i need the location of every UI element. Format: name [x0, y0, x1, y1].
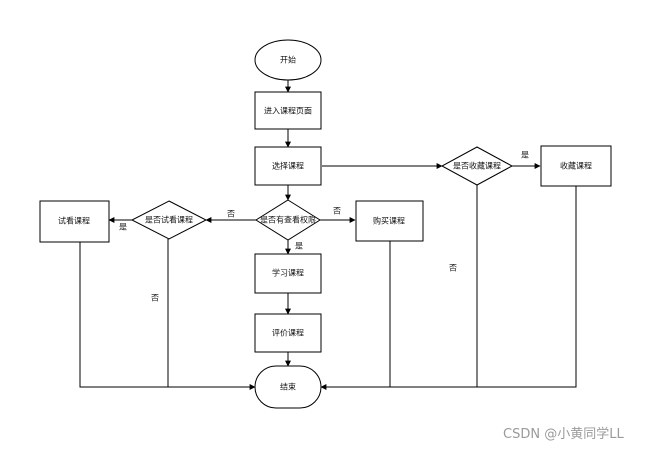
edge-favorite-course-to-end	[321, 186, 577, 388]
buy-course-label: 购买课程	[373, 216, 405, 226]
watermark-text: CSDN @小黄同学LL	[503, 427, 624, 442]
favorite-course-label: 收藏课程	[560, 161, 592, 171]
study-course-box	[254, 253, 322, 294]
permission-yes-label: 是	[295, 242, 303, 251]
select-course-label: 选择课程	[272, 161, 304, 171]
end-label: 结束	[280, 382, 296, 392]
evaluate-course-label: 评价课程	[272, 329, 304, 338]
is-favorite-decision	[440, 146, 514, 186]
enter-course-page-box	[254, 91, 322, 130]
favorite-no-label: 否	[449, 264, 457, 273]
start-terminal	[254, 39, 322, 81]
end-terminal	[254, 365, 322, 409]
node-labels: 开始 进入课程页面 选择课程 是否有查看权限 是否试看课程 试看课程 购买课程 …	[58, 55, 592, 392]
is-trial-decision	[130, 200, 208, 240]
edge-labels: 否 否 是 是 否 是 否	[119, 151, 529, 303]
enter-course-page-label: 进入课程页面	[264, 107, 312, 116]
has-view-permission-label: 是否有查看权限	[260, 215, 316, 225]
start-label: 开始	[280, 55, 296, 65]
edge-buy-to-end	[320, 241, 391, 390]
is-trial-label: 是否试看课程	[145, 215, 193, 225]
evaluate-course-box	[254, 313, 322, 353]
edges	[79, 80, 577, 390]
favorite-course-box	[540, 145, 612, 187]
trial-no-label: 否	[151, 294, 159, 303]
select-course-box	[254, 146, 322, 186]
trial-course-box	[39, 200, 110, 243]
is-favorite-label: 是否收藏课程	[453, 161, 501, 171]
permission-no-left-label: 否	[227, 210, 235, 219]
study-course-label: 学习课程	[272, 268, 304, 278]
permission-no-right-label: 否	[333, 207, 341, 216]
has-view-permission-decision	[255, 199, 321, 241]
buy-course-box	[355, 200, 424, 242]
trial-course-label: 试看课程	[58, 216, 90, 226]
edge-trial-course-to-end	[79, 242, 256, 390]
favorite-yes-label: 是	[521, 151, 529, 160]
nodes	[39, 39, 612, 409]
trial-yes-label: 是	[119, 223, 127, 232]
